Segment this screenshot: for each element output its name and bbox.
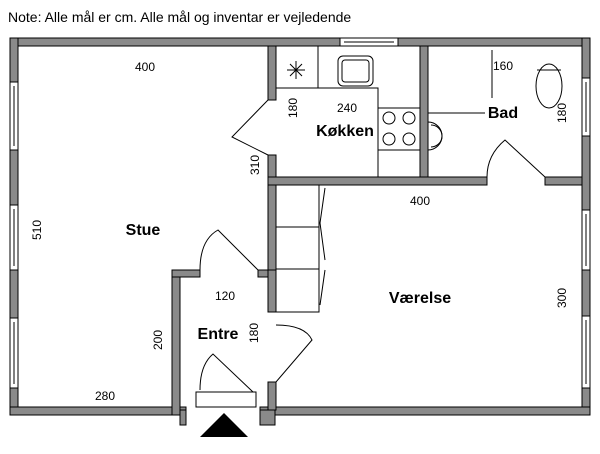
bad-label: Bad <box>488 105 518 122</box>
entrance-arrow-icon <box>200 413 248 437</box>
stue-label: Stue <box>126 222 161 239</box>
kokken-side: 310 <box>248 155 262 175</box>
stue-lower-height: 200 <box>151 330 165 350</box>
doors <box>195 99 546 408</box>
door-entrance <box>199 353 254 393</box>
stue-width: 400 <box>135 60 155 74</box>
vaerelse-label: Værelse <box>389 290 451 307</box>
entre-label: Entre <box>198 326 239 343</box>
outer-walls <box>9 37 591 426</box>
door-kitchen <box>231 99 269 156</box>
note-text: Note: Alle mål er cm. Alle mål og invent… <box>8 9 351 25</box>
stove-icon <box>377 107 421 151</box>
vaerelse-width: 400 <box>410 194 430 208</box>
room-labels: 400 510 Stue 280 200 120 Entre 180 240 K… <box>30 59 569 403</box>
bath-fixtures <box>427 50 563 151</box>
light-icon <box>287 61 305 79</box>
vaerelse-height: 300 <box>555 288 569 308</box>
kitchen-fixtures <box>276 46 421 177</box>
kokken-height: 180 <box>286 98 300 118</box>
kokken-label: Køkken <box>316 123 374 140</box>
bad-width: 160 <box>493 59 513 73</box>
door-vaerelse <box>275 324 313 383</box>
sink-icon <box>337 55 374 87</box>
kokken-width: 240 <box>337 101 357 115</box>
wardrobe <box>275 184 326 313</box>
entre-width: 120 <box>215 289 235 303</box>
door-stue <box>199 229 259 271</box>
windows <box>9 37 591 389</box>
toilet-icon <box>535 63 563 109</box>
stue-height: 510 <box>30 220 44 240</box>
bad-height: 180 <box>555 103 569 123</box>
interior-walls <box>257 45 583 411</box>
stue-lower-width: 280 <box>95 389 115 403</box>
door-bad <box>486 139 546 178</box>
entre-height: 180 <box>247 323 261 343</box>
